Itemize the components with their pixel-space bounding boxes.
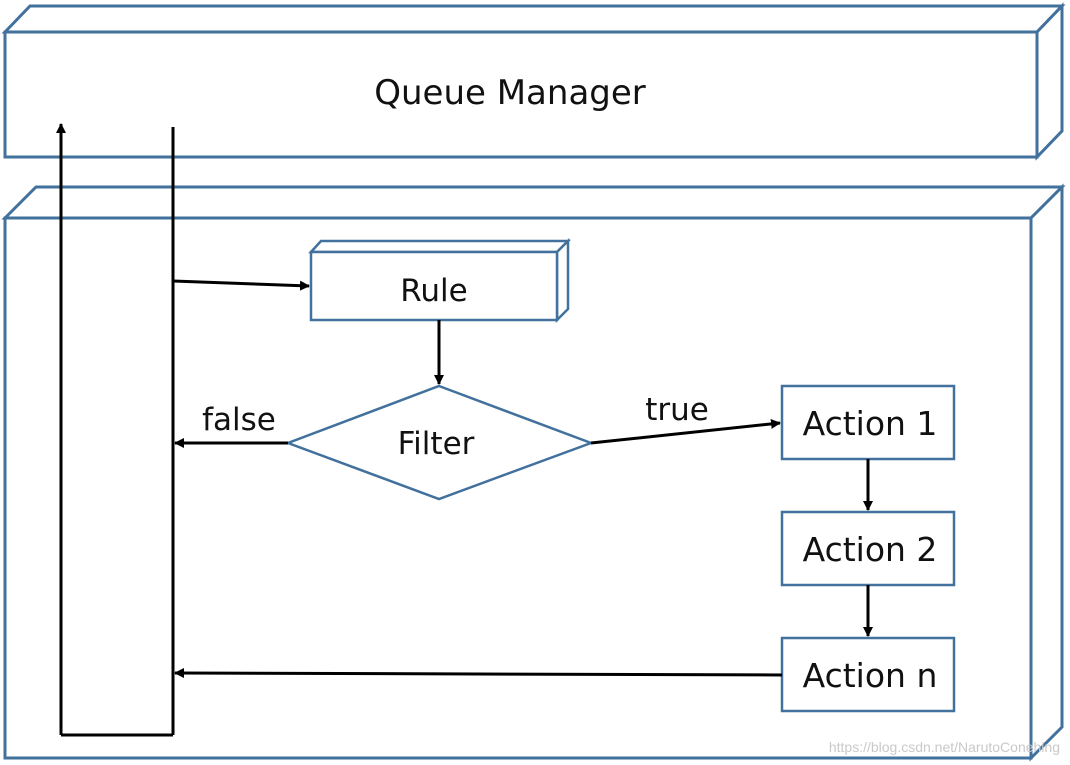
rule-label: Rule <box>400 273 467 309</box>
action-2-label: Action 2 <box>803 530 938 569</box>
filter-diamond: Filter <box>284 384 595 501</box>
action-box-n: Action n <box>780 636 956 713</box>
false-label: false <box>202 402 276 438</box>
action-box-1: Action 1 <box>780 384 956 461</box>
queue-manager-label: Queue Manager <box>374 73 646 113</box>
filter-label: Filter <box>398 426 475 462</box>
rule-box: Rule <box>308 237 572 324</box>
watermark-text: https://blog.csdn.net/NarutoConehing <box>829 739 1060 755</box>
true-label: true <box>645 392 709 428</box>
action-1-label: Action 1 <box>803 404 938 443</box>
true-arrow <box>590 418 781 445</box>
to-rule-arrow <box>172 279 310 291</box>
queue-manager-box: Queue Manager <box>1 2 1066 161</box>
flow-lines <box>56 123 873 737</box>
action-n-label: Action n <box>803 656 938 695</box>
action-box-2: Action 2 <box>780 510 956 587</box>
actionn-return-arrow <box>174 668 783 679</box>
